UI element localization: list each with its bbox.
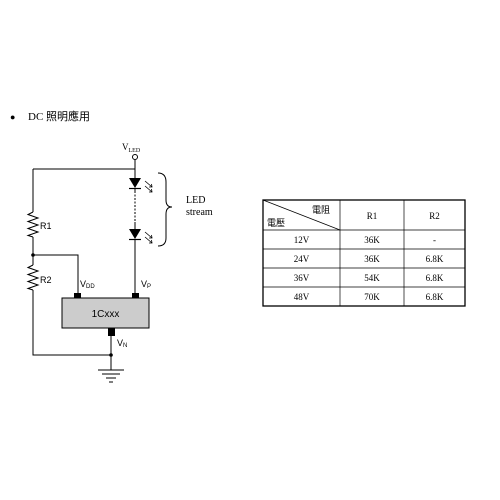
- vdd-wire: [33, 254, 79, 293]
- cell-r2: 6.8K: [426, 273, 444, 283]
- r2-label: R2: [40, 275, 52, 285]
- junction-dot: [31, 253, 35, 257]
- cell-r1: 54K: [364, 273, 380, 283]
- ic-chip-body: [61, 297, 150, 329]
- cell-r2: 6.8K: [426, 292, 444, 302]
- led-2-icon: [129, 229, 153, 244]
- junction-dot-bottom: [109, 353, 113, 357]
- header-voltage-label: 電壓: [267, 218, 285, 228]
- cell-voltage: 36V: [294, 273, 310, 283]
- resistor-table: 電阻 電壓 R1 R2 12V 36K - 24V 36K 6.8K 36V 5…: [262, 199, 466, 307]
- cell-r1: 70K: [364, 292, 380, 302]
- header-r1: R1: [367, 211, 378, 221]
- ic-label: 1Cxxx: [92, 309, 120, 320]
- heading-bullet: ●: [10, 112, 15, 122]
- vled-label: VLED: [122, 142, 141, 154]
- table-border: [262, 199, 466, 307]
- resistor-r1-icon: [26, 211, 40, 238]
- header-resistance-label: 電阻: [312, 205, 330, 215]
- led-brace-icon: [157, 172, 173, 247]
- vn-label: VN: [117, 338, 127, 349]
- cell-r2: 6.8K: [426, 254, 444, 264]
- vp-pin: [132, 293, 139, 298]
- vn-pin: [108, 328, 115, 336]
- header-r2: R2: [429, 211, 440, 221]
- vp-label: VP: [141, 279, 151, 290]
- cell-voltage: 12V: [294, 235, 310, 245]
- vdd-label: VDD: [80, 279, 95, 290]
- cell-voltage: 24V: [294, 254, 310, 264]
- led-stream-label-line2: stream: [186, 207, 213, 218]
- cell-r2: -: [433, 235, 436, 245]
- cell-voltage: 48V: [294, 292, 310, 302]
- cell-r1: 36K: [364, 235, 380, 245]
- cell-r1: 36K: [364, 254, 380, 264]
- resistor-r2-icon: [26, 264, 40, 291]
- vled-terminal-icon: [132, 154, 138, 160]
- ground-icon: [98, 369, 124, 383]
- table-gridlines: [262, 199, 465, 306]
- vdd-pin: [74, 293, 81, 298]
- r1-label: R1: [40, 221, 52, 231]
- led-stream-label-line1: LED: [186, 195, 205, 206]
- circuit-wires: [32, 160, 136, 370]
- led-1-icon: [129, 178, 153, 193]
- heading-text: DC 照明應用: [28, 109, 90, 123]
- left-wire-bottom: [32, 290, 111, 356]
